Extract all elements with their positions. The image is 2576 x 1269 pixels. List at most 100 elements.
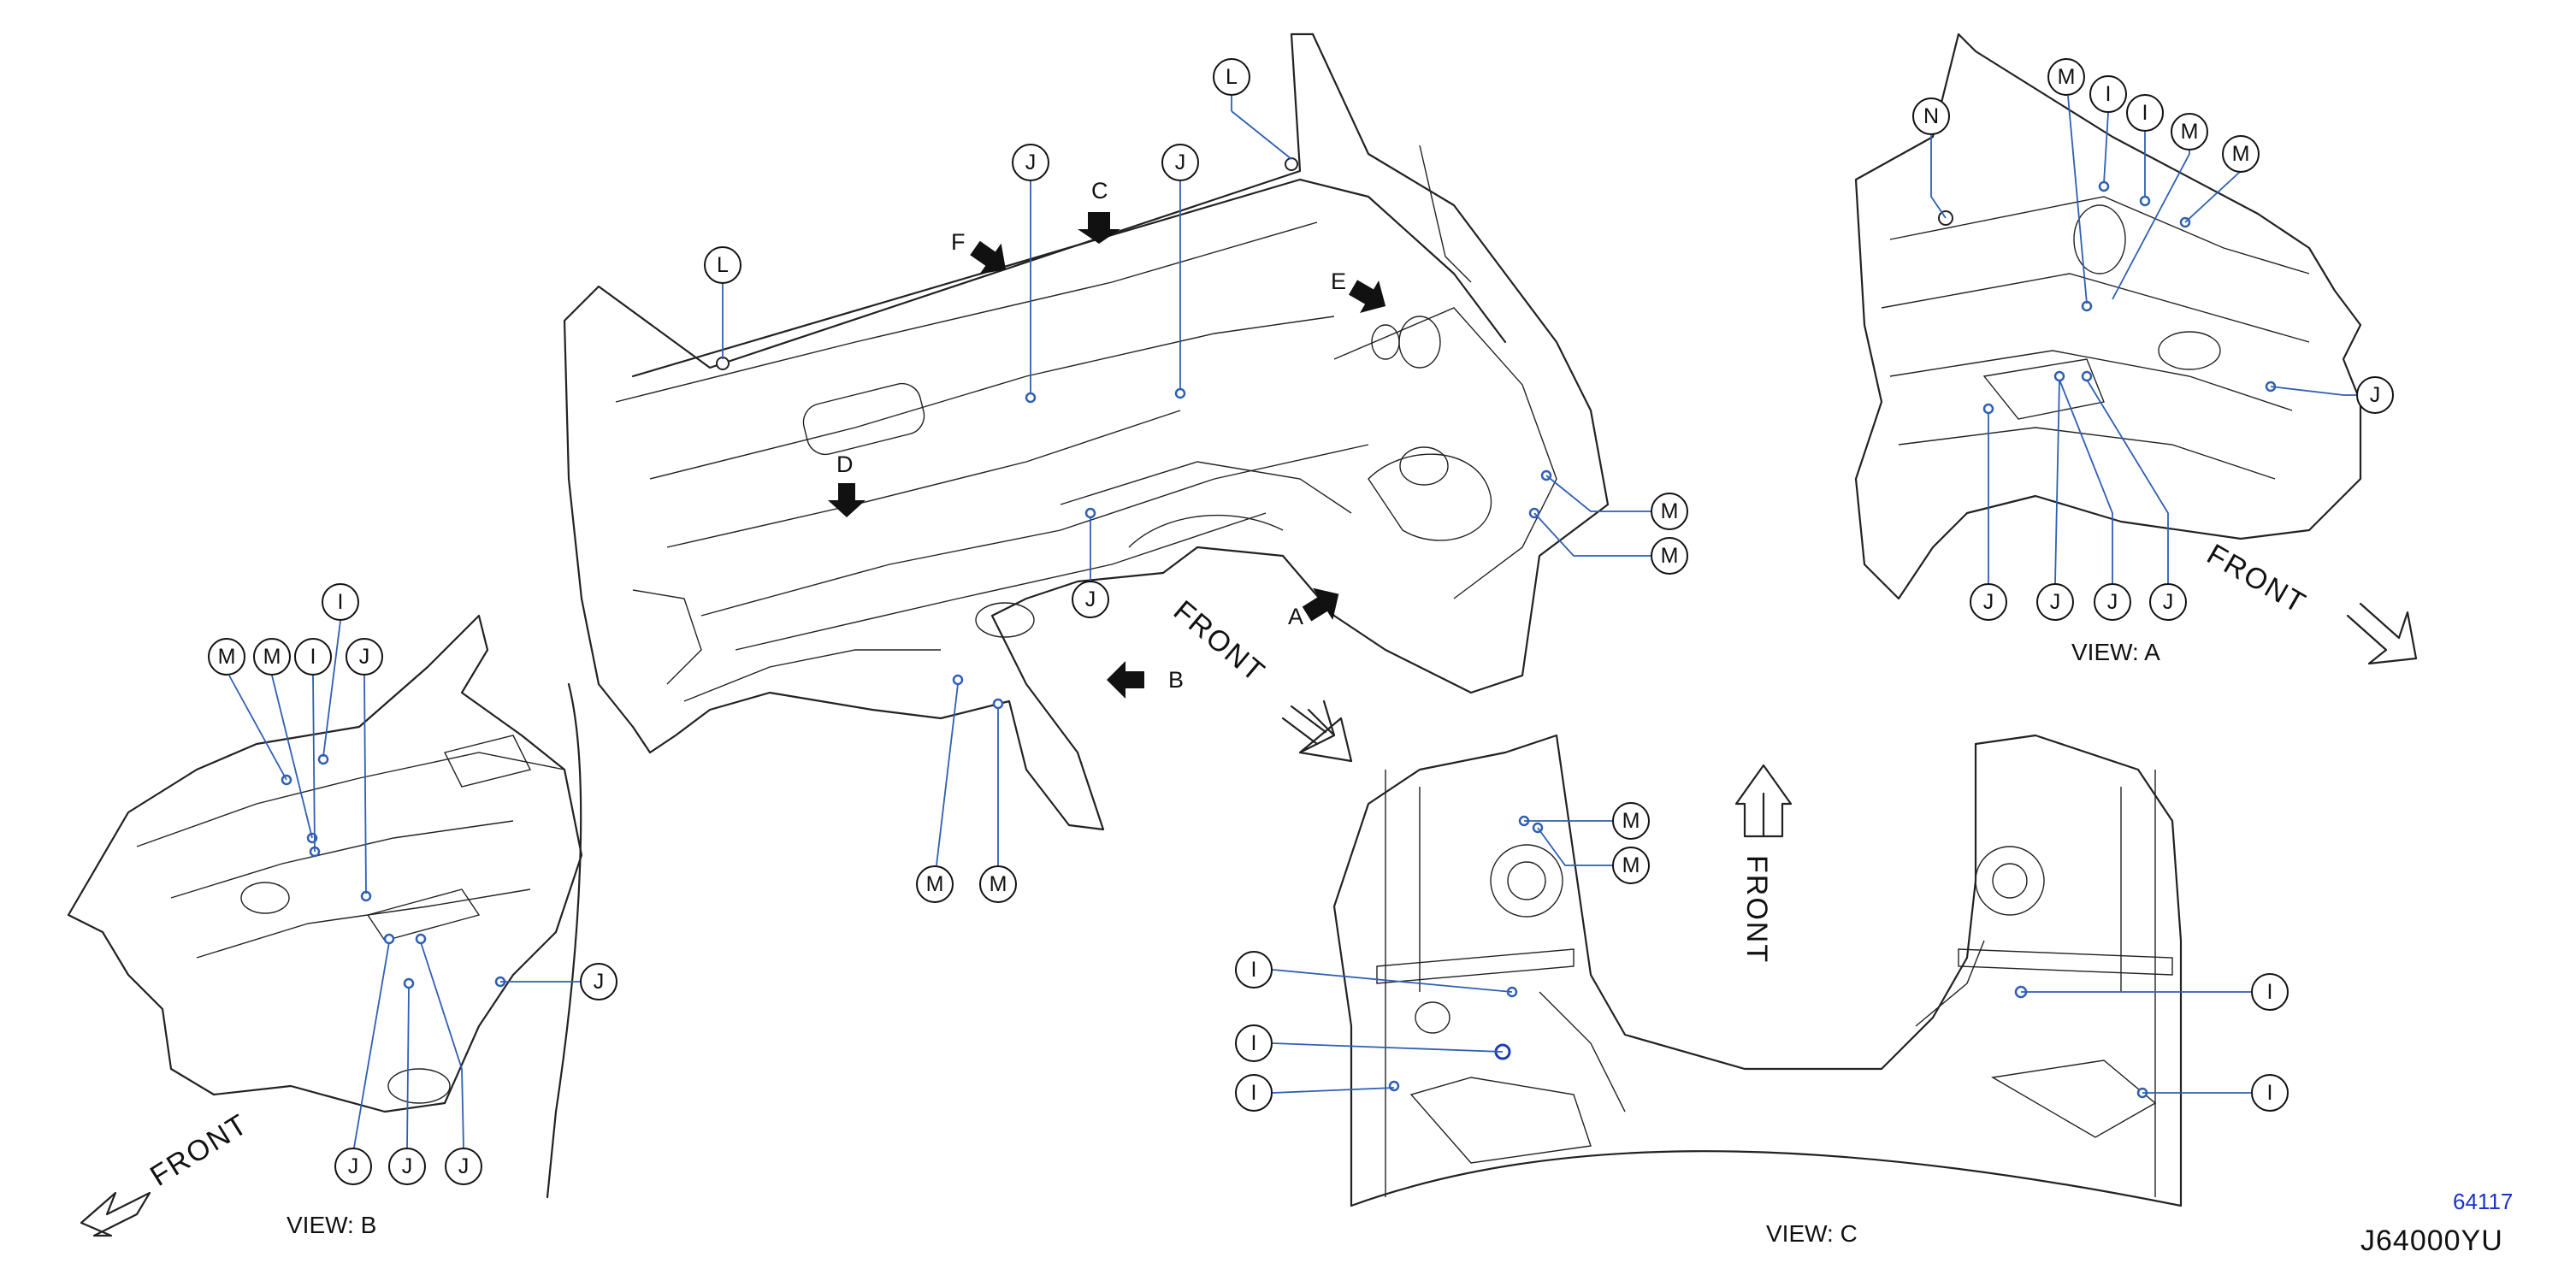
- callout-a-j-1: [1970, 583, 2007, 621]
- svg-text:M: M: [1622, 809, 1640, 833]
- callout-b-j-top: [346, 638, 383, 676]
- svg-text:M: M: [2058, 65, 2076, 89]
- svg-text:J: J: [348, 1154, 359, 1178]
- svg-text:M: M: [926, 872, 944, 896]
- callout-a-n: [1912, 97, 1950, 135]
- main-callouts: L L J J J M M M M: [704, 58, 1688, 903]
- svg-text:J: J: [2050, 590, 2061, 614]
- svg-text:M: M: [218, 645, 236, 669]
- arrow-d: D: [828, 452, 866, 517]
- view-c-callouts: M M I I I I I: [1235, 802, 2289, 1112]
- front-indicator-view-c: FRONT: [1734, 764, 1793, 964]
- callout-c-i-3: [1235, 1074, 1273, 1112]
- callout-b-m-1: [208, 638, 245, 676]
- callout-b-j-right: [580, 963, 617, 1000]
- callout-b-j-2: [388, 1148, 426, 1185]
- callout-main-m-3: [916, 865, 954, 903]
- view-a-callouts: N M I I M M J J J J J: [1912, 58, 2394, 621]
- callout-a-i-2: [2126, 94, 2164, 132]
- callout-c-i-5: [2251, 1074, 2289, 1112]
- front-indicator-view-a: FRONT: [2201, 538, 2418, 665]
- view-c-title: VIEW: C: [1766, 1220, 1858, 1247]
- svg-text:I: I: [1251, 958, 1257, 982]
- figure-number: 64117: [2453, 1189, 2514, 1214]
- arrow-a: A: [1288, 578, 1349, 630]
- callout-a-m-2: [2171, 113, 2208, 151]
- callout-c-i-1: [1235, 951, 1273, 989]
- svg-text:I: I: [1251, 1081, 1257, 1105]
- callout-c-i-2: [1235, 1024, 1273, 1062]
- callout-c-m-2: [1612, 847, 1650, 884]
- arrow-c: C: [1078, 178, 1120, 244]
- view-a-drawing: [1854, 32, 2362, 600]
- arrow-f: F: [951, 229, 1017, 286]
- svg-text:I: I: [338, 590, 344, 614]
- svg-text:J: J: [1175, 151, 1186, 174]
- front-indicator-view-b: FRONT: [80, 1107, 254, 1237]
- svg-text:N: N: [1923, 104, 1939, 128]
- main-body-assembly: [563, 32, 1610, 831]
- view-c-drawing: [1332, 734, 2183, 1207]
- callout-b-i-2: [322, 583, 359, 621]
- svg-text:M: M: [1622, 853, 1640, 877]
- front-label-view-b: FRONT: [145, 1107, 254, 1193]
- callout-main-l-1: [704, 246, 741, 284]
- callout-a-j-2: [2036, 583, 2074, 621]
- callout-main-m-4: [979, 865, 1017, 903]
- callout-main-m-1: [1651, 493, 1688, 530]
- callout-a-i-1: [2089, 75, 2127, 113]
- svg-text:I: I: [2142, 101, 2148, 125]
- view-a-title: VIEW: A: [2071, 639, 2160, 665]
- svg-text:M: M: [1661, 544, 1679, 568]
- callout-b-m-2: [253, 638, 291, 676]
- callout-b-i-1: [294, 638, 332, 676]
- callout-main-j-2: [1161, 144, 1199, 181]
- view-b-title: VIEW: B: [287, 1212, 376, 1238]
- svg-text:M: M: [2232, 142, 2250, 166]
- arrow-e: E: [1331, 269, 1396, 323]
- callout-c-m-1: [1612, 802, 1650, 840]
- arrow-d-label: D: [836, 452, 854, 477]
- callout-a-m-3: [2222, 135, 2260, 173]
- svg-text:J: J: [1085, 587, 1096, 611]
- callout-a-j-4: [2149, 583, 2187, 621]
- callout-main-l-2: [1213, 58, 1250, 96]
- svg-text:I: I: [310, 645, 316, 669]
- view-b-drawing: [67, 614, 583, 1199]
- svg-text:L: L: [717, 253, 729, 277]
- svg-text:M: M: [1661, 499, 1679, 523]
- svg-text:I: I: [1251, 1031, 1257, 1055]
- svg-text:J: J: [2163, 590, 2174, 614]
- svg-text:L: L: [1226, 65, 1238, 89]
- svg-text:J: J: [402, 1154, 413, 1178]
- callout-main-j-1: [1012, 144, 1049, 181]
- svg-text:J: J: [458, 1154, 470, 1178]
- svg-text:I: I: [2267, 980, 2273, 1004]
- callout-b-j-1: [334, 1148, 372, 1185]
- front-label-view-a: FRONT: [2201, 538, 2312, 620]
- front-label-view-c: FRONT: [1740, 855, 1773, 964]
- svg-text:M: M: [263, 645, 281, 669]
- callout-a-m-1: [2047, 58, 2085, 96]
- callout-b-j-3: [445, 1148, 482, 1185]
- callout-main-m-2: [1651, 537, 1688, 575]
- svg-text:I: I: [2106, 82, 2112, 106]
- front-indicator-main: FRONT: [1167, 594, 1353, 763]
- callout-main-j-3: [1072, 581, 1109, 618]
- svg-text:J: J: [2370, 383, 2381, 407]
- callout-a-j-3: [2094, 583, 2131, 621]
- arrow-e-label: E: [1331, 269, 1346, 294]
- svg-text:M: M: [990, 872, 1007, 896]
- callout-c-i-4: [2251, 973, 2289, 1011]
- arrow-f-label: F: [951, 229, 966, 255]
- view-b-callouts: M M I I J J J J J: [208, 583, 617, 1185]
- arrow-b-label: B: [1168, 667, 1184, 693]
- svg-text:J: J: [1025, 151, 1037, 174]
- callout-a-j-right: [2356, 376, 2394, 414]
- arrow-b: B: [1107, 661, 1184, 699]
- svg-text:J: J: [1983, 590, 1994, 614]
- svg-text:J: J: [359, 645, 370, 669]
- svg-text:J: J: [594, 970, 605, 994]
- diagram-part-code: J64000YU: [2360, 1225, 2503, 1257]
